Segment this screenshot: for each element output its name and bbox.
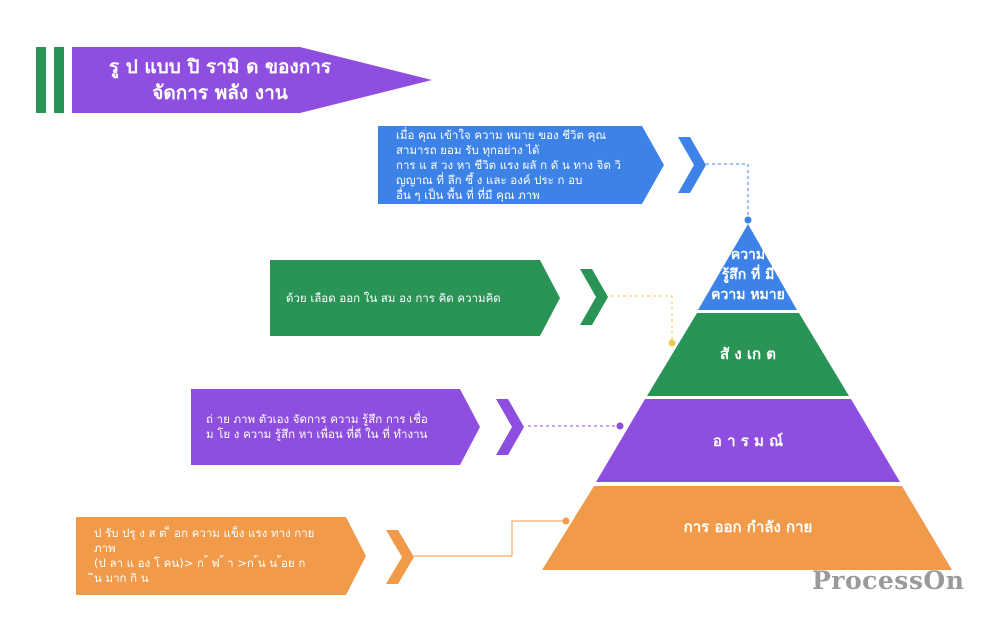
pyramid-label-4: การ ออก กำลัง กาย bbox=[612, 513, 884, 541]
note-line: อื่น ๆ เป็น พื้น ที่ ที่มี คุณ ภาพ bbox=[396, 187, 540, 202]
pyramid-label-line: สั ง เก ต bbox=[719, 345, 777, 363]
note-line: ด้วย เลือด ออก ใน สม อง การ คิด ความคิด bbox=[286, 290, 501, 305]
connector-line-blue bbox=[706, 163, 749, 220]
note-text-blue: เมื่อ คุณ เข้าใจ ความ หมาย ของ ชีวิต คุณ… bbox=[396, 126, 642, 204]
pyramid-label-2: สั ง เก ต bbox=[660, 340, 836, 368]
chevron-right-icon bbox=[386, 530, 414, 584]
note-line: การ แ ส วง หา ชีวิต แรง ผลั ก ดั น ทาง จ… bbox=[396, 157, 621, 172]
pyramid-level-2 bbox=[647, 313, 849, 396]
note-card-green bbox=[270, 260, 560, 336]
note-line: ญญาณ ที่ ลึก ซึ้ ง และ องค์ ประ ก อบ bbox=[396, 172, 583, 187]
note-line: ถ่ าย ภาพ ตัวเอง จัดการ ความ รู้สึก การ … bbox=[206, 412, 428, 426]
note-text-orange: ป รับ ปรุ ง ส ต ็ อก ความ แข็ง แรง ทาง ก… bbox=[94, 517, 344, 595]
connector-dot-blue bbox=[744, 216, 752, 224]
chevron-right-icon bbox=[580, 269, 608, 325]
watermark-logo: ProcessOn bbox=[812, 566, 965, 595]
connector-dot-purple bbox=[616, 422, 624, 430]
pyramid-label-3: อ า ร ม ณ์ bbox=[640, 427, 856, 455]
pyramid-label-1: ความ รู้สึก ที่ มี ความ หมาย bbox=[688, 244, 808, 306]
connector-dot-green bbox=[668, 339, 676, 347]
title-bar-right bbox=[54, 47, 64, 113]
note-line: สามารถ ยอม รับ ทุกอย่าง ได้ bbox=[396, 142, 540, 157]
pyramid-level-3 bbox=[596, 399, 900, 482]
note-card-purple bbox=[191, 389, 480, 465]
chevron-right-icon bbox=[496, 399, 524, 455]
connector-line-green bbox=[611, 295, 673, 343]
note-text-green: ด้วย เลือด ออก ใน สม อง การ คิด ความคิด bbox=[286, 260, 538, 336]
page-title: รู ป แบบ ปิ รามิ ด ของการ จัดการ พลัง งา… bbox=[70, 54, 370, 106]
note-card-blue bbox=[378, 126, 664, 204]
pyramid-label-line: การ ออก กำลัง กาย bbox=[683, 518, 813, 536]
pyramid-label-line: ความ หมาย bbox=[711, 287, 785, 303]
pyramid-label-line: ความ bbox=[730, 247, 766, 263]
title-bar-left bbox=[36, 47, 46, 113]
pyramid-label-line: อ า ร ม ณ์ bbox=[712, 432, 784, 450]
note-text-purple: ถ่ าย ภาพ ตัวเอง จัดการ ความ รู้สึก การ … bbox=[206, 389, 458, 465]
connector-dot-orange bbox=[562, 517, 570, 525]
title-line: รู ป แบบ ปิ รามิ ด ของการ bbox=[108, 56, 332, 78]
note-line: ภาพ bbox=[94, 541, 116, 555]
note-line: ิน มาก กิ น bbox=[94, 571, 149, 585]
note-line: (ป ลา แ อง โ คน)> ก ้ ฟ ้ า >ก ้น น ้อย … bbox=[94, 556, 306, 570]
pyramid-label-line: รู้สึก ที่ มี bbox=[721, 267, 775, 283]
pyramid-level-1 bbox=[698, 224, 797, 310]
note-card-orange bbox=[76, 517, 366, 595]
chevron-right-icon bbox=[678, 137, 706, 193]
pyramid-level-4 bbox=[542, 486, 952, 570]
title-line: จัดการ พลัง งาน bbox=[152, 82, 288, 104]
note-line: ป รับ ปรุ ง ส ต ็ อก ความ แข็ง แรง ทาง ก… bbox=[94, 526, 315, 540]
connector-line-orange bbox=[414, 520, 566, 557]
title-banner bbox=[72, 47, 432, 113]
note-line: เมื่อ คุณ เข้าใจ ความ หมาย ของ ชีวิต คุณ bbox=[396, 127, 606, 142]
note-line: ม โย ง ความ รู้สึก หา เพื่อน ที่ดี ใน ที… bbox=[206, 427, 428, 441]
